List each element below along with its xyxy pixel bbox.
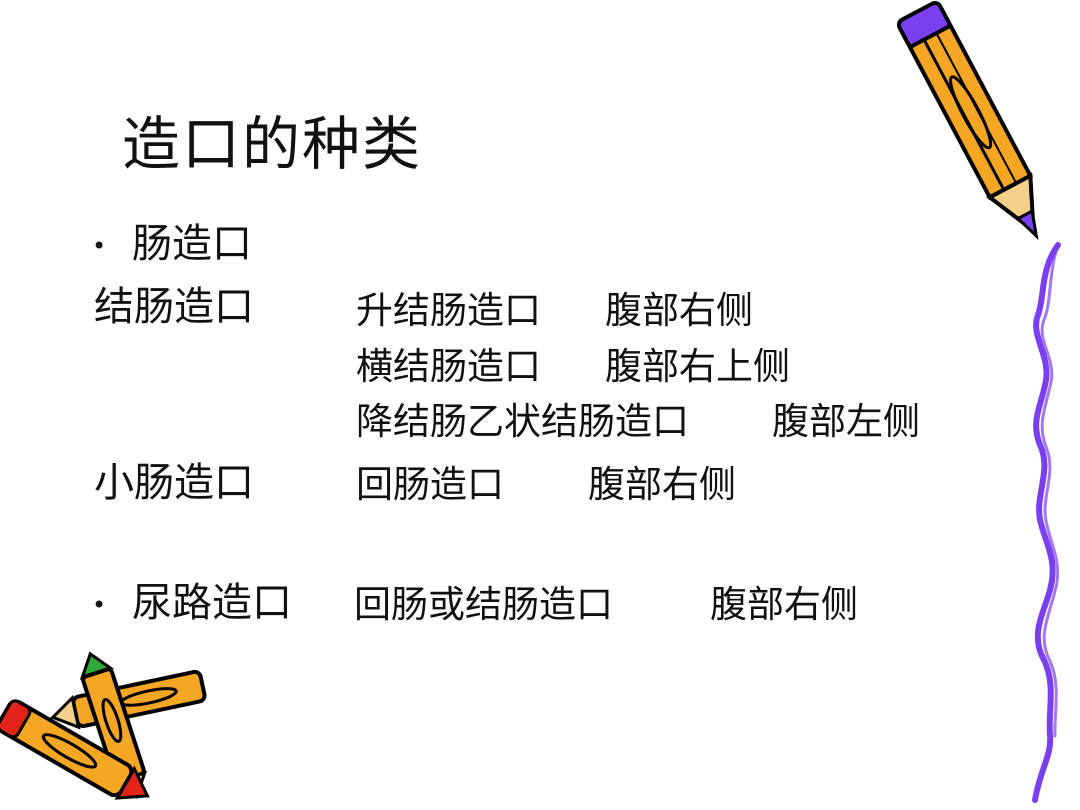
urinary-stoma-heading: 尿路造口: [132, 580, 292, 626]
colon-site-ascending: 腹部右侧: [605, 289, 753, 332]
crayons-icon: [0, 651, 207, 800]
colon-type-transverse: 横结肠造口: [356, 345, 541, 388]
colon-stoma-label: 结肠造口: [94, 284, 254, 330]
pencil-icon: [896, 1, 1039, 241]
urinary-stoma-site: 腹部右侧: [710, 583, 858, 626]
bullet-dot: •: [92, 232, 107, 260]
bullet-dot: •: [92, 591, 107, 619]
intestinal-stoma-heading: 肠造口: [132, 221, 252, 267]
small-intestine-stoma-label: 小肠造口: [94, 460, 254, 506]
colon-type-ascending: 升结肠造口: [356, 289, 541, 332]
small-intestine-site: 腹部右侧: [588, 463, 736, 506]
urinary-stoma-type: 回肠或结肠造口: [354, 583, 613, 626]
colon-site-transverse: 腹部右上侧: [605, 345, 790, 388]
colon-site-descending-sigmoid: 腹部左侧: [772, 400, 920, 443]
slide-title: 造口的种类: [122, 110, 423, 178]
small-intestine-type: 回肠造口: [356, 463, 504, 506]
colon-type-descending-sigmoid: 降结肠乙状结肠造口: [356, 400, 689, 443]
